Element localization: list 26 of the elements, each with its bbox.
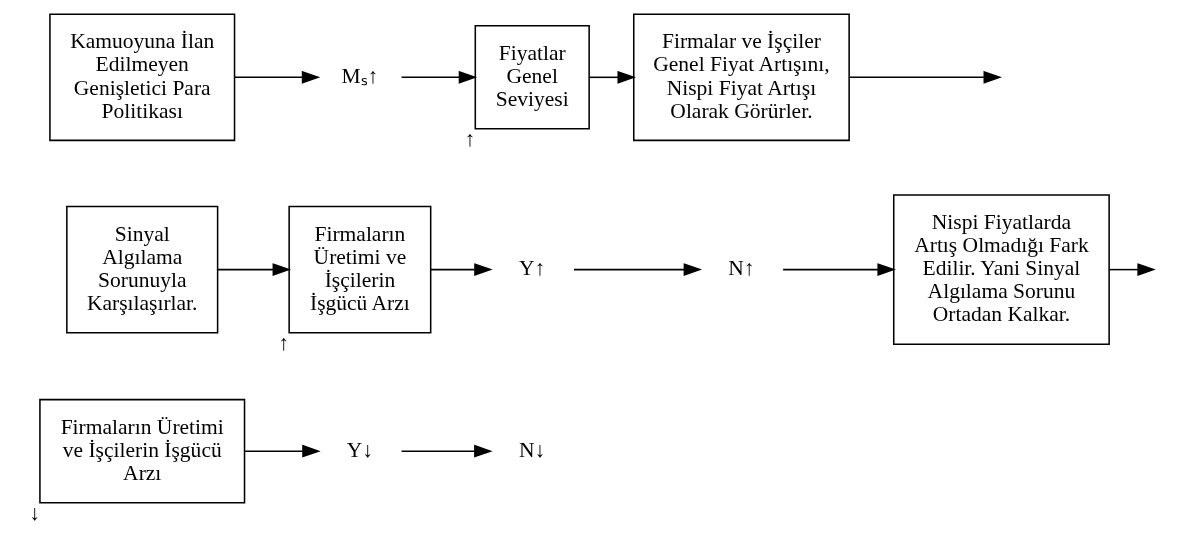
arrow: [216, 263, 292, 277]
node-text: N↑: [728, 256, 755, 281]
node-label: ↑: [278, 330, 290, 355]
arrow: [400, 444, 493, 458]
node-box: Nispi Fiyatlarda Artış Olmadığı Fark Edilir. Yani Sinyal Algılama Sorunu Ortadan Kalkar.: [893, 194, 1110, 345]
node-text: Mₛ↑: [341, 64, 379, 89]
arrow: [430, 263, 493, 277]
arrow: [782, 263, 896, 277]
arrow: [848, 70, 1002, 84]
node-text: Y↓: [346, 437, 374, 462]
node-box: Fiyatlar Genel Seviyesi: [474, 25, 590, 130]
arrow: [1108, 263, 1156, 277]
node-text: N↓: [519, 437, 546, 462]
node-label: ↑: [464, 127, 476, 152]
node-box: Sinyal Algılama Sorunuyla Karşılaşırlar.: [66, 205, 219, 334]
node-label: ↓: [29, 500, 40, 525]
node-text: Y↑: [519, 256, 546, 281]
arrow: [234, 70, 321, 84]
arrow: [588, 70, 636, 84]
node-box: Firmalar ve İşçiler Genel Fiyat Artışını, Nispi Fiyat Artışı Olarak Görürler.: [633, 13, 850, 142]
node-box: Firmaların Üretimi ve İşçilerin İşgücü Arzı: [288, 205, 432, 334]
node-box: Firmaların Üretimi ve İşçilerin İşgücü Arzı: [39, 398, 246, 504]
arrow: [244, 444, 321, 458]
arrow: [573, 263, 703, 277]
node-box: Kamuoyuna İlan Edilmeyen Genişletici Para Politikası: [49, 13, 236, 142]
arrow: [400, 70, 478, 84]
